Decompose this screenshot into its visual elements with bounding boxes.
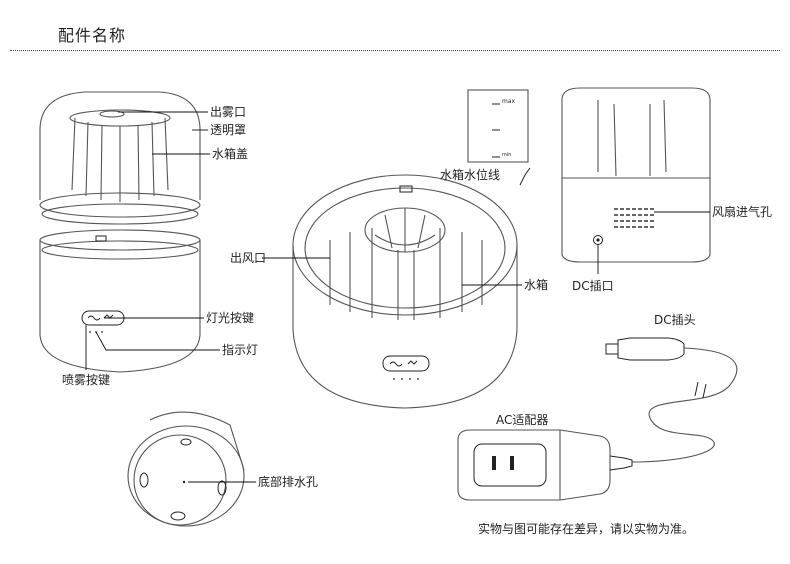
fan-unit-drawing [561,87,711,263]
level-min-mark: min [502,152,512,158]
label-air-outlet: 出风口 [230,251,267,265]
water-tank-drawing [292,174,518,409]
label-spray-button: 喷雾按键 [62,373,111,387]
label-dc-plug: DC插头 [654,313,696,327]
label-tank-lid: 水箱盖 [212,147,249,161]
label-transparent-cover: 透明罩 [210,123,247,137]
humidifier-exploded-drawing [39,91,201,373]
page-title: 配件名称 [58,26,127,45]
dc-plug-cable-drawing [605,337,738,463]
label-water-level-line: 水箱水位线 [440,168,501,182]
level-max-mark: max [502,98,516,105]
leader-lines [85,111,710,483]
label-mist-outlet: 出雾口 [210,105,247,119]
disclaimer-note: 实物与图可能存在差异，请以实物为准。 [478,522,695,536]
humidifier-bottom-drawing [127,411,245,527]
label-light-button: 灯光按键 [206,311,255,325]
label-drain-hole: 底部排水孔 [258,475,319,489]
dotted-divider [10,50,780,51]
water-level-strip [467,89,529,163]
ac-adapter-drawing [457,429,633,501]
label-fan-air-inlet: 风扇进气孔 [712,205,773,219]
label-dc-socket: DC插口 [572,279,614,293]
label-indicator: 指示灯 [222,343,259,357]
label-ac-adapter: AC适配器 [496,413,549,427]
label-water-tank: 水箱 [524,278,549,292]
